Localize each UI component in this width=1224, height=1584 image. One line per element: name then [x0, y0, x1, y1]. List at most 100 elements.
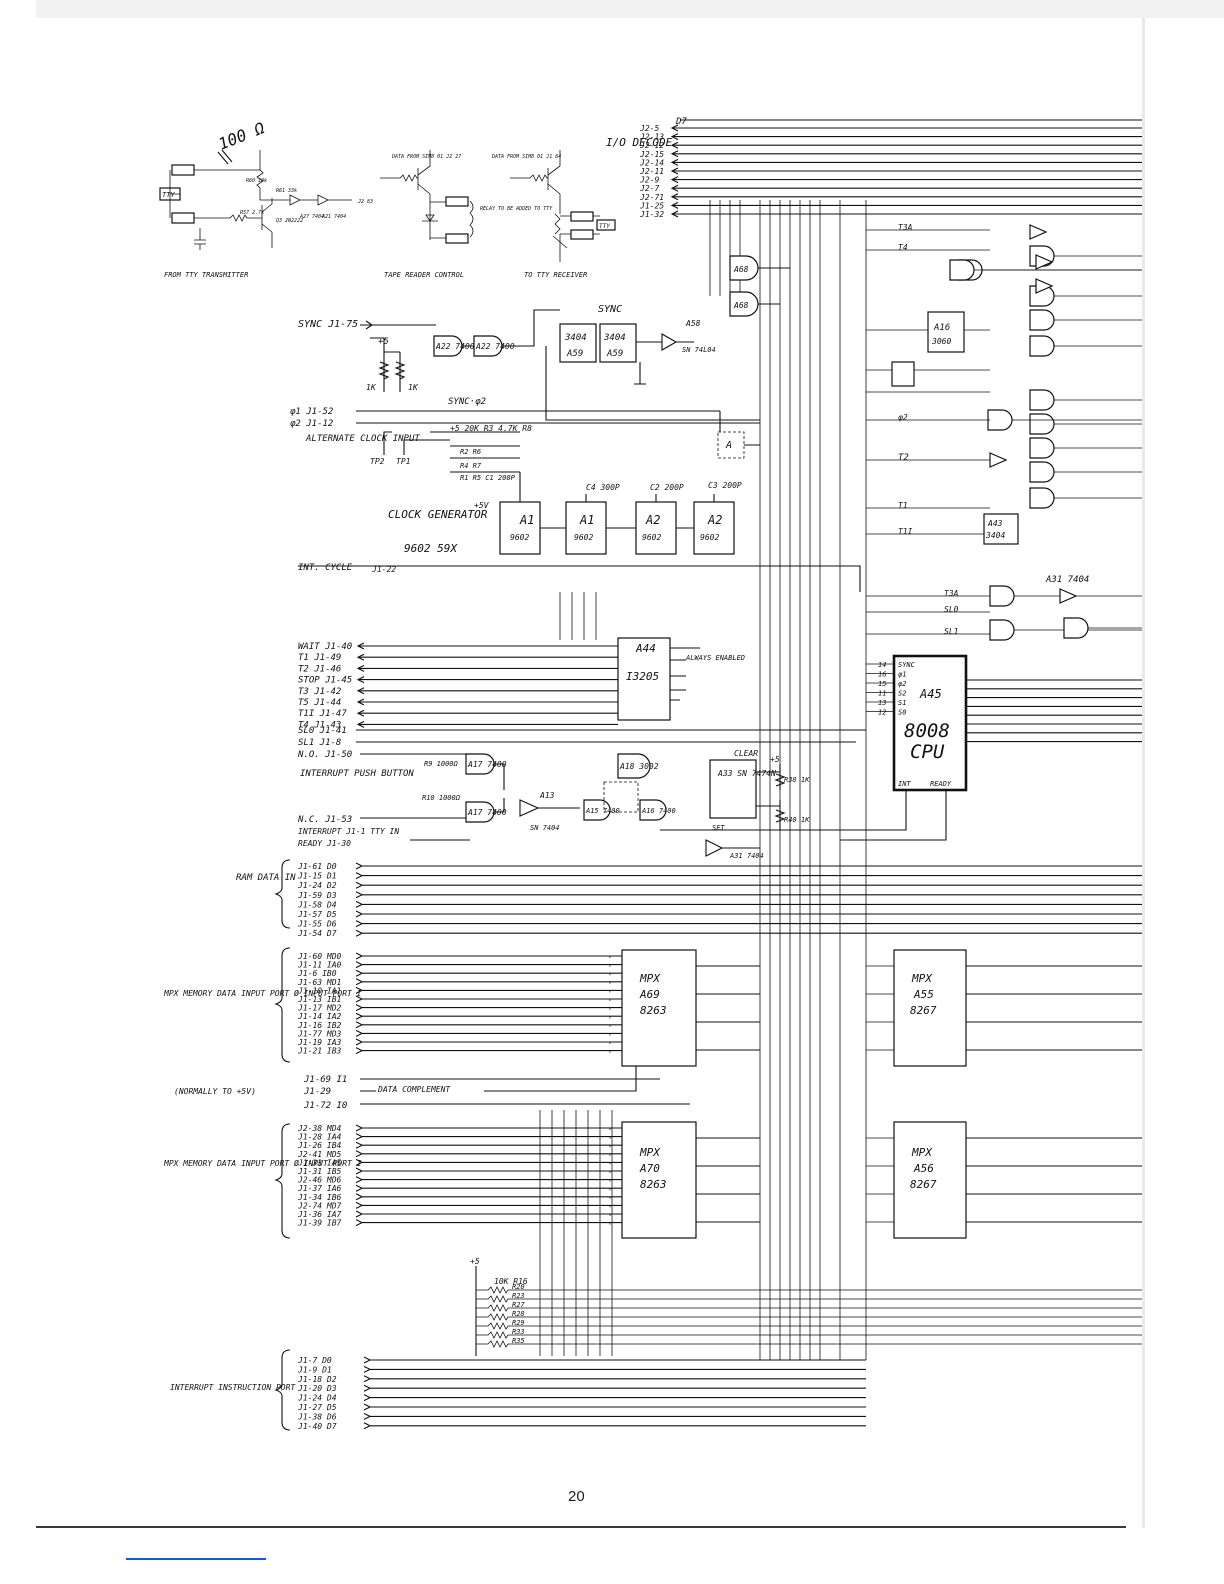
svg-text:SN 74L04: SN 74L04 [682, 346, 716, 354]
cpu-pin-num-0: 14 [878, 661, 886, 669]
to-tty-label: TO TTY RECEIVER [524, 271, 587, 279]
svg-text:A21 7404: A21 7404 [321, 214, 346, 220]
mpx_group_1-pin-2: J1-6 IB0 [297, 969, 337, 978]
svg-text:MPX: MPX [639, 972, 661, 985]
mpx_group_2-pin-7: J1-37 IA6 [297, 1184, 342, 1193]
ram-pin-7: J1-54 D7 [297, 929, 337, 938]
cpu-pin-num-3: 11 [878, 690, 886, 698]
sync-left: SYNC J1-75 [298, 319, 358, 330]
svg-text:R60 10k: R60 10k [246, 178, 267, 184]
svg-text:A1: A1 [519, 513, 534, 527]
gate-5 [1029, 487, 1055, 509]
cap-c2: C2 200P [650, 483, 684, 492]
cpu-pin-num-4: 13 [878, 699, 886, 707]
mpx_group_2-pin-1: J1-28 IA4 [297, 1133, 342, 1142]
mpx_group_1-pin-10: J1-19 IA3 [297, 1038, 342, 1047]
cap-c3: C3 200P [708, 481, 742, 490]
ram-pin-6: J1-55 D6 [297, 920, 337, 929]
intport-pin-5: J1-27 D5 [297, 1403, 337, 1412]
comp-pin-2: J1-29 [303, 1087, 331, 1097]
cpu-pin-2: φ2 [898, 680, 906, 688]
comp-pin-3: J1-72 I0 [303, 1101, 347, 1111]
gate-11 [1029, 335, 1055, 357]
mpx_group_2-pin-4: J1-33 IA5 [297, 1158, 342, 1167]
inverter-1 [1035, 254, 1054, 270]
state-pin-6: T1I J1-47 [298, 709, 347, 719]
mpx_group_1-pin-1: J1-11 IA0 [297, 961, 342, 970]
svg-text:A16 7400: A16 7400 [641, 807, 676, 815]
ram-pin-1: J1-15 D1 [297, 872, 337, 881]
svg-text:T1: T1 [898, 501, 908, 510]
svg-text:3060: 3060 [931, 337, 951, 346]
comp-pin-1: J1-69 I1 [303, 1075, 347, 1085]
svg-text:MPX: MPX [911, 1146, 933, 1159]
svg-text:A27 7404: A27 7404 [299, 214, 324, 220]
ram-pin-4: J1-58 D4 [297, 900, 337, 909]
d7-top: D7 [675, 117, 687, 127]
io-pin-8: J2-71 [639, 193, 664, 202]
cpu-int-pin: INT [898, 780, 911, 788]
svg-text:MPX: MPX [639, 1146, 661, 1159]
svg-text:A68: A68 [733, 301, 749, 310]
mpx-group-1: MPX MEMORY DATA INPUT PORT Ø INPUT PORT … [163, 947, 1142, 1067]
sl1-pin: SL1 J1-8 [298, 738, 341, 748]
io-pin-1: J2-13 [639, 133, 664, 142]
gate-13 [989, 619, 1015, 641]
r10: R10 1000Ω [422, 794, 461, 802]
chip-a55: A55 [913, 988, 934, 1001]
int-cycle-label: INT. CYCLE [298, 563, 353, 573]
data-from-2: DATA FROM SIM8 01 J1 64 [491, 154, 561, 160]
svg-text:MPX: MPX [911, 972, 933, 985]
mpx_group_1-pin-3: J1-63 MD1 [297, 978, 341, 987]
svg-text:A68: A68 [733, 265, 749, 274]
intport-pin-4: J1-24 D4 [297, 1394, 337, 1403]
state-pin-5: T5 J1-44 [298, 698, 341, 708]
scan-right-edge [1142, 18, 1224, 1528]
mpx_group_1-pin-8: J1-16 IB2 [297, 1021, 342, 1030]
gate-1 [1029, 389, 1055, 411]
clear-label: CLEAR [734, 749, 758, 758]
gate-4 [1029, 461, 1055, 483]
interrupt-logic: N.O. J1-50 INTERRUPT PUSH BUTTON N.C. J1… [297, 749, 810, 860]
ram-pin-0: J1-61 D0 [297, 862, 337, 871]
state-pin-0: WAIT J1-40 [298, 642, 352, 652]
cpu-pin-4: S1 [898, 699, 906, 707]
pullup-1: R23 [512, 1292, 525, 1300]
svg-text:A59: A59 [566, 349, 583, 359]
svg-text:R1 R5 C1 200P: R1 R5 C1 200P [460, 474, 516, 482]
gate-7 [949, 259, 975, 281]
intport-pin-3: J1-20 D3 [297, 1384, 337, 1393]
mpx_group_2-pin-11: J1-39 IB7 [297, 1219, 342, 1228]
svg-text:SL1: SL1 [944, 627, 958, 636]
io-pin-4: J2-14 [639, 158, 664, 167]
sync-section: SYNC J1-75 A22 7400 A22 7400 3404 A59 34… [298, 304, 760, 421]
mpx_group_2-pin-6: J2-46 MD6 [297, 1176, 342, 1185]
from-tty-label: FROM TTY TRANSMITTER [164, 271, 248, 279]
inverter-4 [1059, 588, 1078, 604]
decoder-part: I3205 [626, 670, 659, 683]
svg-text:3404: 3404 [985, 531, 1005, 540]
mpx_group_2-pin-10: J1-36 IA7 [297, 1210, 342, 1219]
svg-text:9602: 9602 [642, 533, 661, 542]
svg-text:R40 1K: R40 1K [784, 816, 810, 824]
svg-text:A2: A2 [707, 513, 722, 527]
mpx_group_2-pin-3: J2-41 MD5 [297, 1150, 342, 1159]
svg-text:A22 7400: A22 7400 [435, 342, 475, 351]
svg-text:T1I: T1I [898, 527, 913, 536]
link-underline [126, 1558, 266, 1560]
gate-12 [989, 585, 1015, 607]
svg-text:1K: 1K [408, 383, 419, 392]
no-pin: N.O. J1-50 [297, 750, 352, 760]
svg-text:R38 1K: R38 1K [784, 776, 810, 784]
sync-label: SYNC [598, 304, 622, 315]
phi2-pin: φ2 J1-12 [290, 419, 333, 429]
svg-text:R61 33k: R61 33k [276, 188, 297, 194]
handwritten-note: 100 Ω [216, 118, 268, 154]
svg-text:A22 7400: A22 7400 [475, 342, 515, 351]
inverter-2 [1035, 278, 1054, 294]
page-bottom-rule [36, 1526, 1126, 1528]
svg-text:J2 83: J2 83 [357, 199, 373, 205]
r9: R9 1000Ω [424, 760, 459, 768]
state-pin-3: STOP J1-45 [298, 676, 352, 686]
